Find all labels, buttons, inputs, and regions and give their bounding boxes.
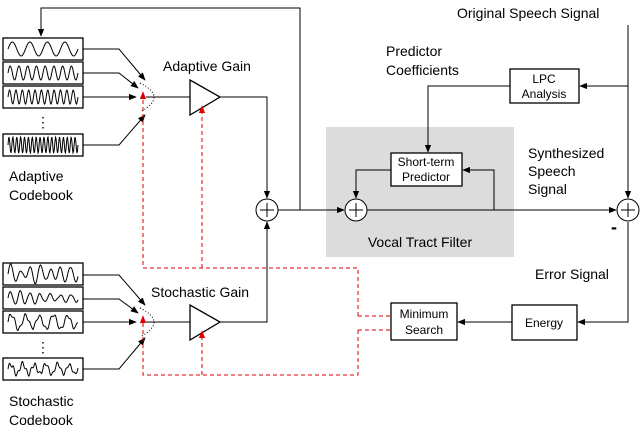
lpc-analysis-box xyxy=(509,68,580,104)
adaptive-gain-amplifier xyxy=(189,78,222,117)
sum-junction-filter xyxy=(344,198,368,222)
energy-label: Energy xyxy=(525,316,563,330)
adaptive-gain-label: Adaptive Gain xyxy=(163,58,251,74)
stochastic-switch xyxy=(83,274,190,370)
ellipsis: ⋮ xyxy=(36,114,50,130)
feedback-line xyxy=(37,7,301,210)
waveform xyxy=(7,41,79,57)
stochastic-gain-amplifier xyxy=(189,303,222,342)
stochastic-gain-label: Stochastic Gain xyxy=(151,284,249,300)
adaptive-switch xyxy=(83,48,190,146)
control-lines xyxy=(139,91,391,376)
waveform xyxy=(7,135,79,155)
waveform xyxy=(7,360,79,377)
original-speech-label: Original Speech Signal xyxy=(457,5,599,21)
adaptive-codebook: ⋮ xyxy=(2,37,84,157)
waveform xyxy=(7,313,79,332)
short-term-predictor-box xyxy=(390,152,463,187)
minus-sign: - xyxy=(611,217,617,237)
vocal-tract-filter-label: Vocal Tract Filter xyxy=(368,234,473,250)
minimum-search-box xyxy=(390,302,458,341)
ellipsis: ⋮ xyxy=(36,339,50,355)
waveform xyxy=(7,65,79,81)
waveform xyxy=(7,290,79,305)
stochastic-codebook: ⋮ xyxy=(2,262,84,381)
waveform xyxy=(7,89,79,105)
sum-junction-excitation xyxy=(255,198,279,222)
error-signal-label: Error Signal xyxy=(535,266,609,282)
waveform xyxy=(7,263,79,285)
sum-junction-error xyxy=(616,198,640,222)
